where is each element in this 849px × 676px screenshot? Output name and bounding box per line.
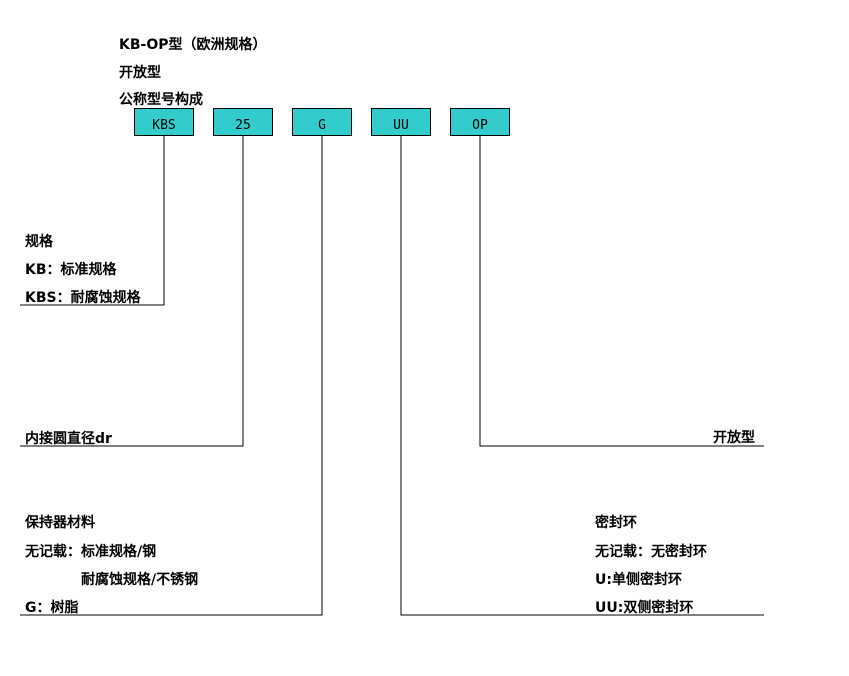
spec-line-standard: KB：标准规格 [25,262,117,278]
leader-line-open-type [479,136,764,447]
code-label-seal: UU [393,118,409,133]
code-label-open-type: OP [472,118,488,133]
code-box-seal: UU [371,108,431,136]
seal-line-none: 无记载：无密封环 [595,544,707,560]
code-label-diameter: 25 [235,118,251,133]
leader-line-seal [400,136,764,616]
leader-line-retainer [20,136,323,616]
leader-line-diameter [20,136,244,447]
code-box-retainer: G [292,108,352,136]
seal-line-single: U:单侧密封环 [595,572,682,588]
retainer-line-resin: G：树脂 [25,600,79,616]
diagram-caption: 公称型号构成 [119,92,203,108]
diagram-title: KB-OP型（欧洲规格） [119,37,267,53]
spec-line-corrosion: KBS：耐腐蚀规格 [25,290,141,306]
seal-line-double: UU:双侧密封环 [595,600,694,616]
open-type-label: 开放型 [713,430,755,446]
code-box-open-type: OP [450,108,510,136]
code-box-diameter: 25 [213,108,273,136]
retainer-line-stainless: 耐腐蚀规格/不锈钢 [81,572,199,588]
retainer-heading: 保持器材料 [25,515,95,531]
code-label-retainer: G [318,118,326,133]
retainer-line-standard: 无记载：标准规格/钢 [25,544,157,560]
diameter-label: 内接圆直径dr [25,431,112,447]
spec-heading: 规格 [25,234,53,250]
code-box-spec: KBS [134,108,194,136]
seal-heading: 密封环 [595,515,637,531]
leader-line-spec [20,136,165,306]
diagram-subtitle: 开放型 [119,65,161,81]
code-label-spec: KBS [152,118,176,133]
